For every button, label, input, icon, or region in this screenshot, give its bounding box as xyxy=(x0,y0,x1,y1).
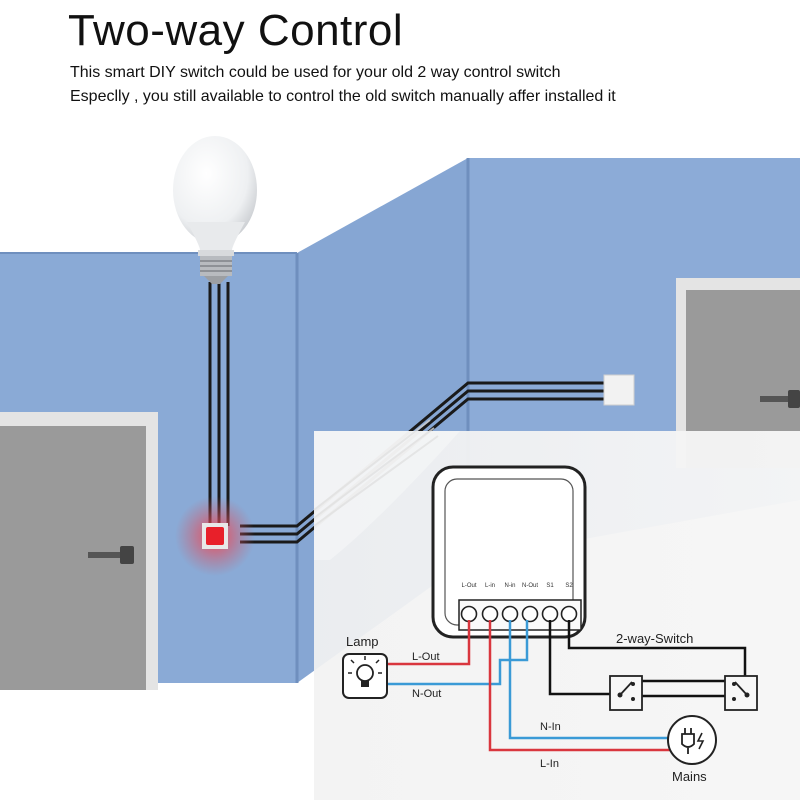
left-door xyxy=(0,412,158,690)
l-out-wire-label: L-Out xyxy=(412,651,440,663)
description-line-1: This smart DIY switch could be used for … xyxy=(70,64,561,81)
terminal-screw-icon xyxy=(560,605,578,623)
mains-plug-icon xyxy=(667,715,717,765)
terminal-label: S2 xyxy=(565,583,573,589)
n-in-wire-label: N-In xyxy=(540,721,561,733)
smart-module: L-Out L-in N-in N-Out S1 S2 xyxy=(431,465,587,639)
lamp-label: Lamp xyxy=(346,634,379,649)
terminal-label: N-in xyxy=(504,583,515,589)
two-way-switch-b-icon xyxy=(724,675,758,711)
description-line-2: Especlly , you still available to contro… xyxy=(70,88,616,105)
terminal-screw-icon xyxy=(521,605,539,623)
terminal-label: L-in xyxy=(485,583,495,589)
light-bulb-icon xyxy=(173,136,257,284)
smart-switch-indicator xyxy=(175,496,255,576)
terminal-screw-icon xyxy=(501,605,519,623)
terminal-label: N-Out xyxy=(522,583,538,589)
door-handle-icon xyxy=(120,546,134,564)
remote-wall-switch xyxy=(603,374,635,406)
door-handle-icon xyxy=(788,390,800,408)
terminal-screw-icon xyxy=(460,605,478,623)
lamp-icon xyxy=(342,653,388,699)
mains-label: Mains xyxy=(672,769,707,784)
l-in-wire-label: L-In xyxy=(540,758,559,770)
terminal-screw-icon xyxy=(541,605,559,623)
n-out-wire-label: N-Out xyxy=(412,688,441,700)
two-way-switch-a-icon xyxy=(609,675,643,711)
terminal-label: L-Out xyxy=(461,583,476,589)
terminal-screw-icon xyxy=(481,605,499,623)
switch-label: 2-way-Switch xyxy=(616,631,693,646)
terminal-label: S1 xyxy=(546,583,554,589)
diagram-wires xyxy=(388,620,747,752)
page-title: Two-way Control xyxy=(68,6,404,55)
